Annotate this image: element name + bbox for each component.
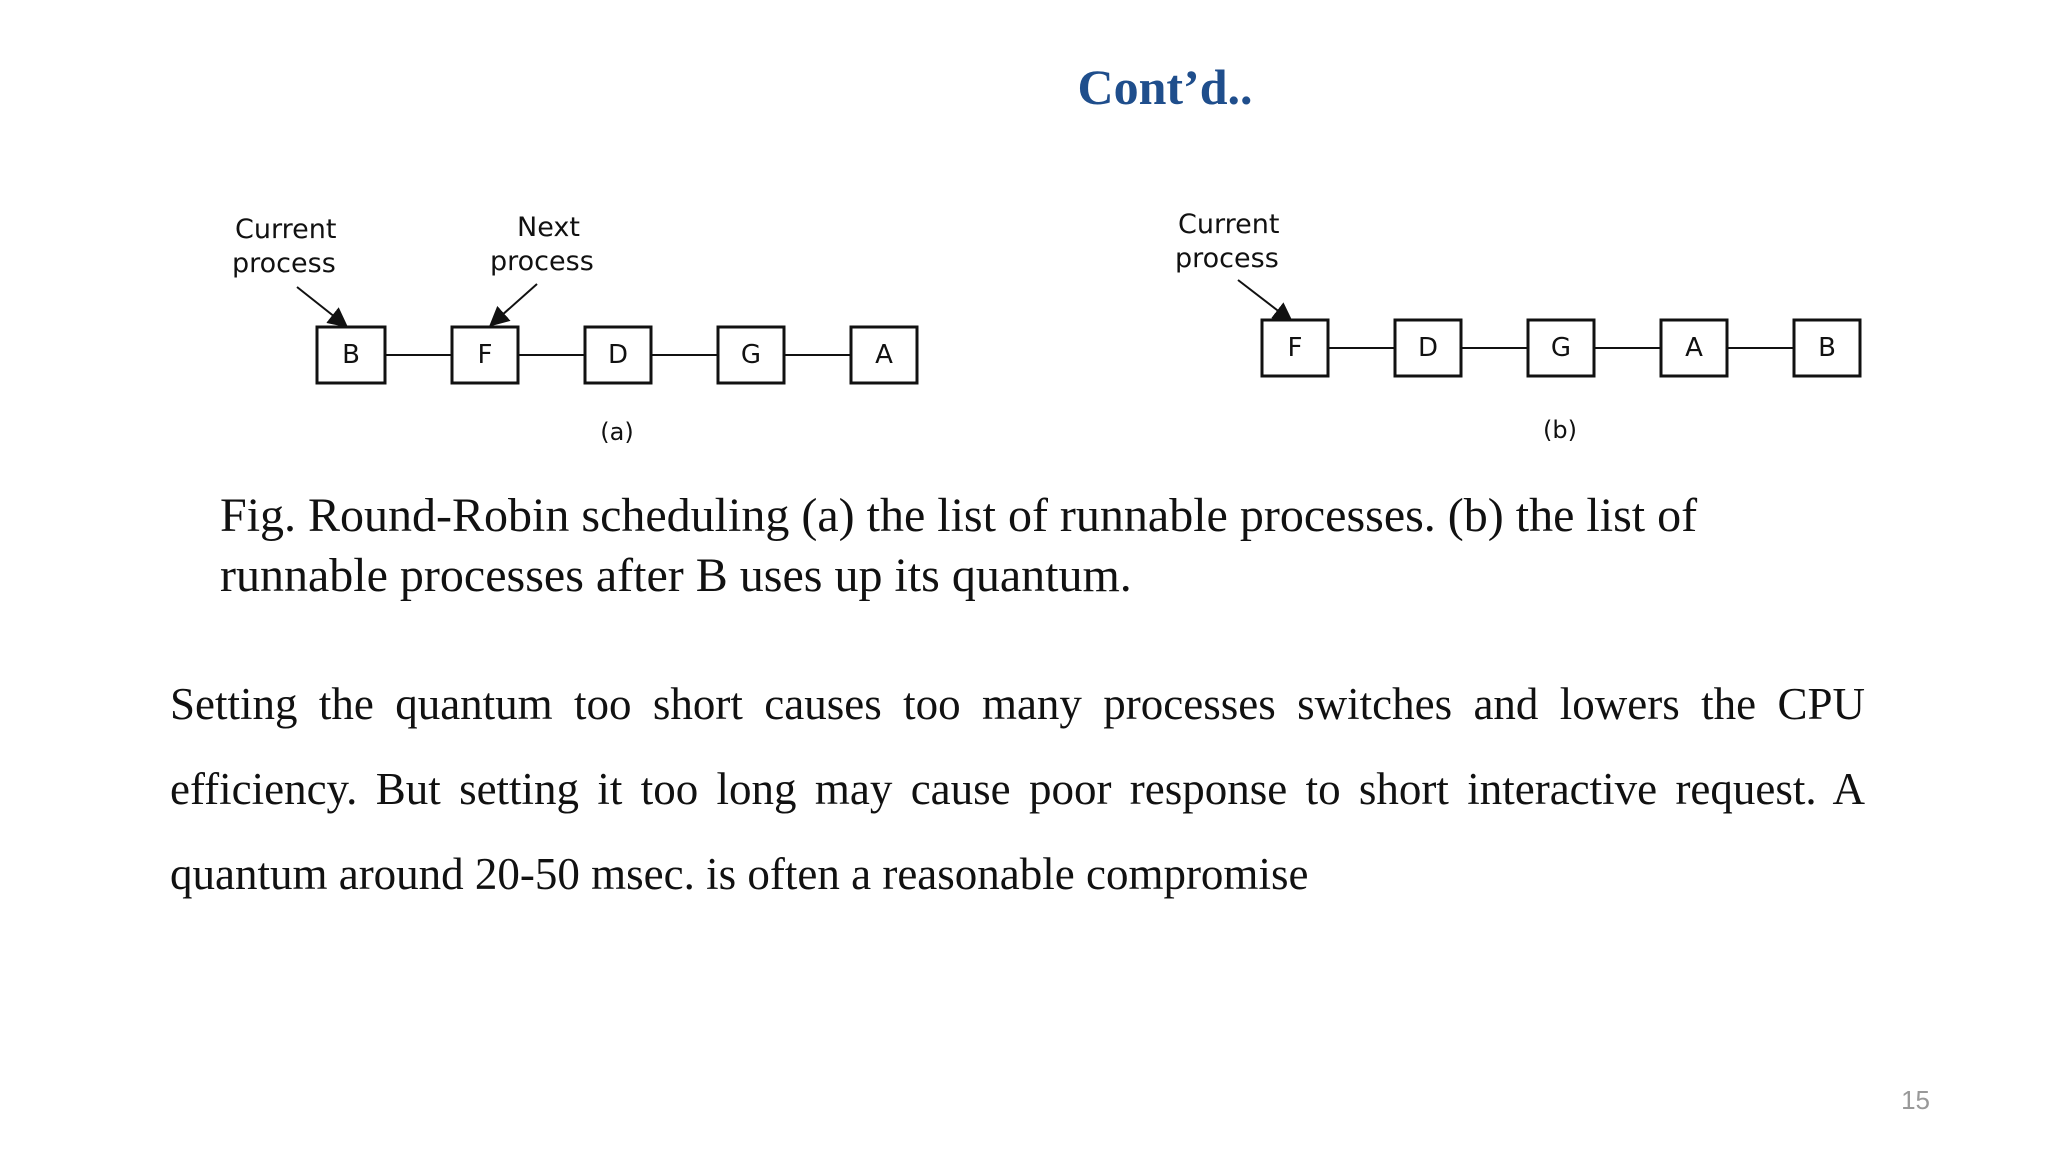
- node-a-2: D: [583, 325, 653, 385]
- next-process-arrow: [489, 283, 538, 327]
- current-process-arrow-b: [1237, 279, 1294, 323]
- node-b-1-label: D: [1418, 333, 1438, 363]
- caption-line-1: Fig. Round-Robin scheduling (a) the list…: [220, 489, 1698, 542]
- subfigure-label-b: (b): [1543, 416, 1577, 444]
- caption-line-2: runnable processes after B uses up its q…: [220, 549, 1132, 602]
- next-process-label-line2: process: [490, 246, 594, 277]
- next-process-label-line1: Next: [517, 212, 580, 243]
- node-a-0: B: [315, 325, 387, 385]
- node-a-2-label: D: [608, 340, 628, 370]
- figure-caption: Fig. Round-Robin scheduling (a) the list…: [220, 486, 1860, 606]
- slide-title: Cont’d..: [1077, 59, 1253, 115]
- node-b-0: F: [1260, 318, 1330, 378]
- node-a-0-label: B: [342, 340, 360, 370]
- current-process-label-a-line2: process: [232, 248, 336, 279]
- current-process-label-b-line1: Current: [1178, 209, 1279, 240]
- round-robin-diagram: Current process Next process B F D G: [232, 209, 1862, 446]
- current-process-arrow-a: [296, 286, 349, 328]
- page-number: 15: [1901, 1085, 1930, 1115]
- body-paragraph: Setting the quantum too short causes too…: [170, 679, 1865, 899]
- node-a-1-label: F: [478, 340, 493, 370]
- node-b-3-label: A: [1685, 333, 1703, 363]
- current-process-label-b-line2: process: [1175, 243, 1279, 274]
- node-a-3-label: G: [741, 340, 761, 370]
- node-a-3: G: [716, 325, 786, 385]
- diagram-b: Current process F D G A B (b): [1175, 209, 1862, 444]
- node-b-3: A: [1659, 318, 1729, 378]
- subfigure-label-a: (a): [600, 418, 633, 446]
- node-b-2: G: [1526, 318, 1596, 378]
- diagram-a: Current process Next process B F D G: [232, 212, 919, 446]
- node-a-1: F: [450, 325, 520, 385]
- node-b-1: D: [1393, 318, 1463, 378]
- current-process-label-a-line1: Current: [235, 214, 336, 245]
- node-a-4-label: A: [875, 340, 893, 370]
- node-b-2-label: G: [1551, 333, 1571, 363]
- node-b-4-label: B: [1818, 333, 1836, 363]
- node-a-4: A: [849, 325, 919, 385]
- node-b-4: B: [1792, 318, 1862, 378]
- node-b-0-label: F: [1288, 333, 1303, 363]
